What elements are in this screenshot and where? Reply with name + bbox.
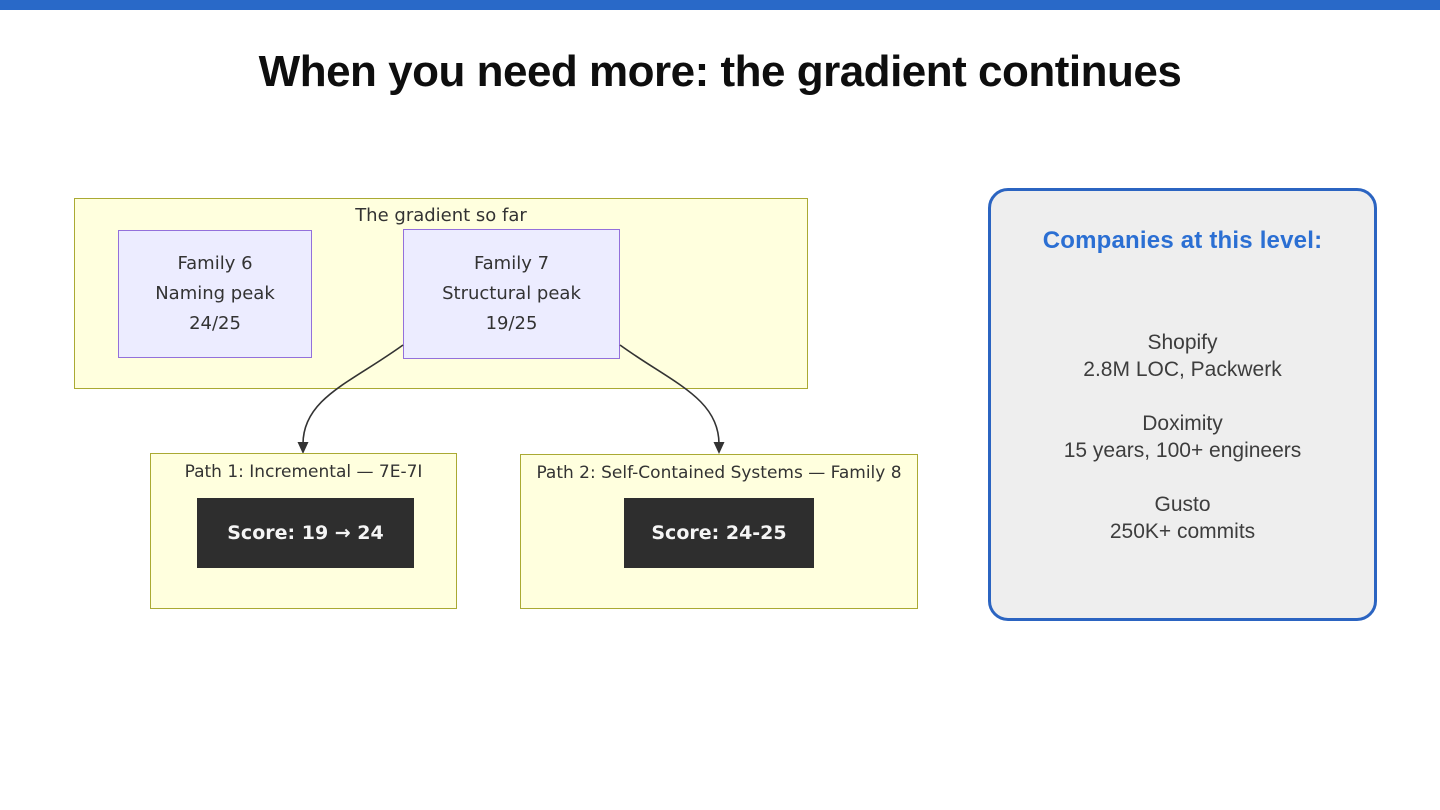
companies-list: Shopify 2.8M LOC, Packwerk Doximity 15 y… [991, 329, 1374, 545]
company-name: Shopify [1147, 331, 1218, 354]
node-family-7: Family 7 Structural peak 19/25 [403, 229, 620, 359]
node-family-7-line1: Family 7 [473, 253, 550, 274]
cluster-label: The gradient so far [355, 205, 527, 226]
slide-title: When you need more: the gradient continu… [258, 47, 1182, 96]
node-family-6-line3: 24/25 [189, 313, 241, 334]
company-item: Doximity 15 years, 100+ engineers [991, 410, 1374, 464]
company-item: Shopify 2.8M LOC, Packwerk [991, 329, 1374, 383]
company-name: Gusto [1154, 493, 1211, 516]
node-family-7-line3: 19/25 [485, 313, 538, 334]
companies-panel: Companies at this level: Shopify 2.8M LO… [988, 188, 1377, 621]
arrowhead-path2 [713, 442, 725, 454]
companies-panel-heading: Companies at this level: [1042, 227, 1323, 254]
company-item: Gusto 250K+ commits [991, 491, 1374, 545]
node-family-6-line1: Family 6 [177, 253, 253, 274]
path-1-score-chip: Score: 19 → 24 [197, 498, 414, 568]
node-path-1: Path 1: Incremental — 7E-7I Score: 19 → … [150, 453, 457, 609]
top-accent-bar [0, 0, 1440, 10]
company-detail: 2.8M LOC, Packwerk [1083, 358, 1282, 381]
node-path-2: Path 2: Self-Contained Systems — Family … [520, 454, 918, 609]
path-1-label: Path 1: Incremental — 7E-7I [184, 462, 423, 482]
path-2-score-chip: Score: 24-25 [624, 498, 814, 568]
node-family-6-line2: Naming peak [155, 283, 275, 304]
company-detail: 15 years, 100+ engineers [1063, 439, 1302, 462]
node-family-7-line2: Structural peak [442, 283, 581, 304]
node-family-6: Family 6 Naming peak 24/25 [118, 230, 312, 358]
path-2-label: Path 2: Self-Contained Systems — Family … [536, 463, 902, 483]
company-name: Doximity [1142, 412, 1223, 435]
company-detail: 250K+ commits [1109, 520, 1256, 543]
